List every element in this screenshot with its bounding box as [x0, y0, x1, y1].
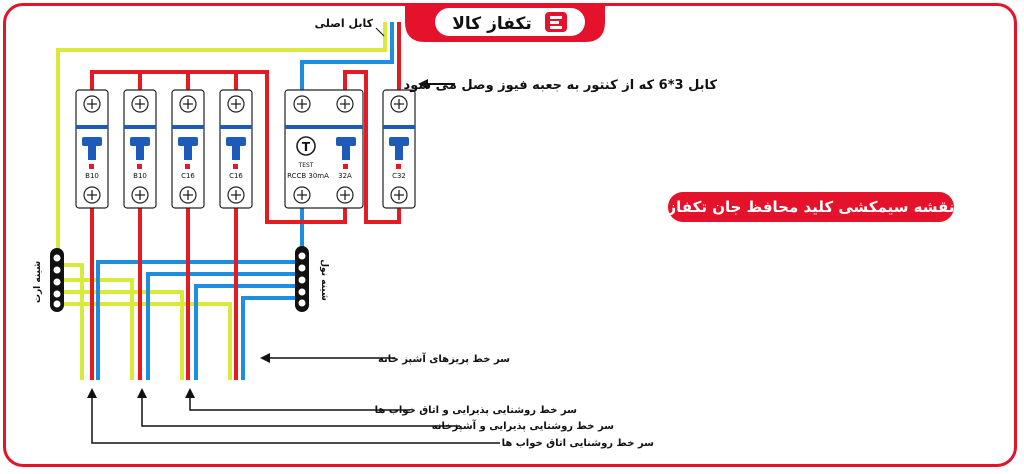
logo-text: تکفاز کالا: [452, 14, 532, 34]
breaker-rating: B10: [133, 172, 147, 180]
rccb-device: T TEST RCCB 30mA 32A: [284, 89, 364, 209]
breaker-4: C16: [219, 89, 253, 209]
main-breaker-toggle[interactable]: [389, 137, 409, 169]
breaker-toggle[interactable]: [82, 137, 102, 169]
breaker-1: B10: [75, 89, 109, 209]
lighting-reception-bedrooms-arrow: [185, 388, 410, 411]
lighting-bedrooms-arrow: [87, 388, 500, 444]
kitchen-sockets-label: سر خط پریزهای آشپز خانه: [378, 352, 510, 365]
main-breaker-rating: C32: [392, 172, 406, 180]
breaker-rating: C16: [229, 172, 243, 180]
main-breaker: C32: [382, 89, 416, 209]
breaker-rating: B10: [85, 172, 99, 180]
rccb-rating: RCCB 30mA: [287, 172, 329, 180]
rccb-test-button[interactable]: [296, 136, 316, 156]
title-pill: [668, 192, 954, 222]
diagram-title: نقشه سیمکشی کلید محافظ جان تکفاز: [667, 198, 955, 216]
rccb-toggle[interactable]: [336, 137, 356, 169]
rccb-test-label: TEST: [298, 162, 314, 169]
lighting-reception-kitchen-arrow: [137, 388, 460, 427]
main-cable-label: کابل اصلی: [315, 17, 374, 30]
neutral-bus-label: شینه نول: [319, 259, 329, 301]
breaker-2: B10: [123, 89, 157, 209]
main-cable-pointer: [375, 27, 385, 37]
breaker-rating: C16: [181, 172, 195, 180]
breaker-toggle[interactable]: [226, 137, 246, 169]
breaker-toggle[interactable]: [178, 137, 198, 169]
input-cable-label: کابل 3*6 که از کنتور به جعبه فیوز وصل می…: [404, 78, 718, 93]
earth-bus-label: شینه ارت: [33, 261, 43, 303]
lighting-reception-kitchen-label: سر خط روشنایی پذیرایی و آشپزخانه: [432, 419, 614, 432]
rccb-test-symbol: T: [302, 140, 311, 154]
neutral-wires: [96, 22, 394, 380]
rccb-pole-rating: 32A: [338, 172, 352, 180]
lighting-bedrooms-label: سر خط روشنایی اتاق خواب ها: [502, 438, 655, 449]
earth-wires: [56, 22, 387, 380]
lighting-reception-bedrooms-label: سر خط روشنایی پذیرایی و اتاق خواب ها: [375, 405, 578, 416]
breaker-toggle[interactable]: [130, 137, 150, 169]
phase-wires: [90, 22, 401, 380]
neutral-bus: [295, 246, 309, 312]
earth-bus: [50, 248, 64, 312]
breaker-3: C16: [171, 89, 205, 209]
logo-icon: [545, 12, 567, 32]
